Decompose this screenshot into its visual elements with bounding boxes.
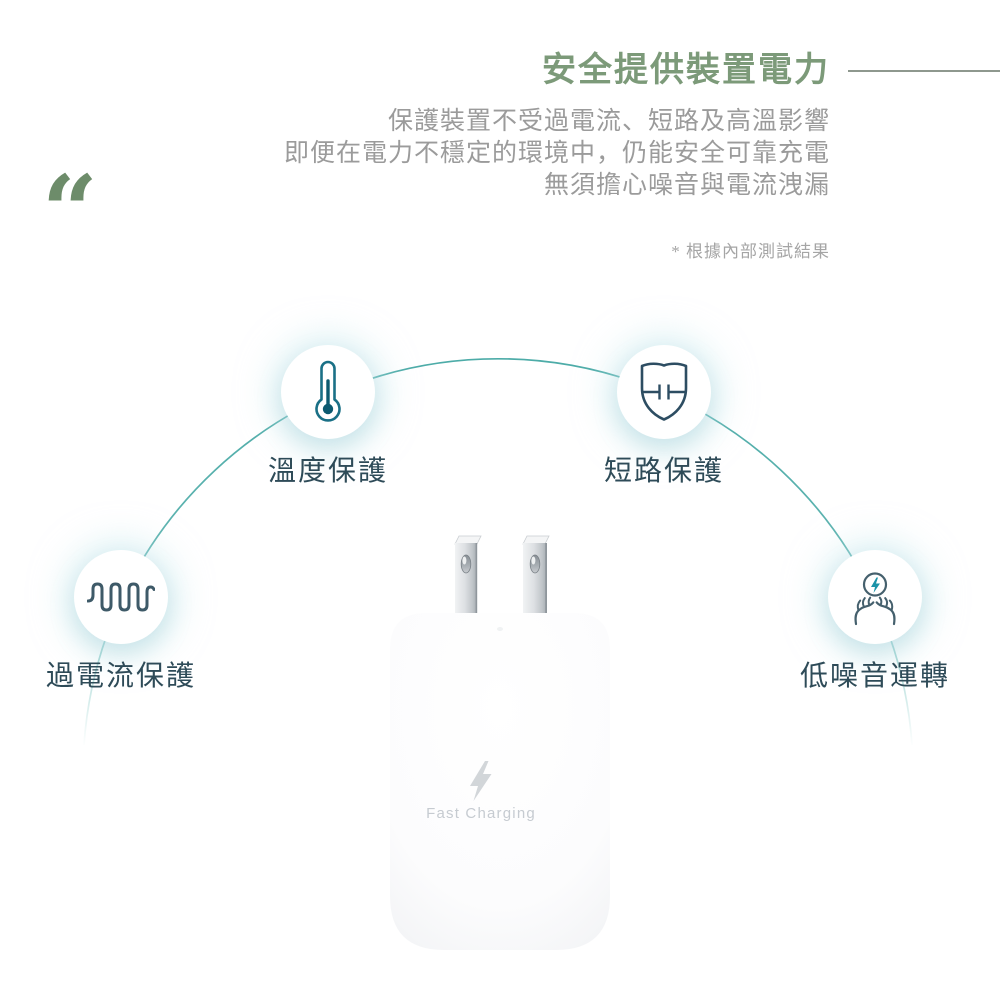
overcurrent-wave-icon — [87, 582, 155, 612]
feature-short-circuit-protection: 短路保護 — [579, 345, 749, 489]
charger-body — [390, 613, 610, 950]
feature-label: 低噪音運轉 — [799, 660, 950, 691]
charger-product-image — [390, 535, 610, 950]
feature-label: 溫度保護 — [267, 455, 388, 486]
quote-icon: “ — [42, 154, 98, 268]
feature-circle — [281, 345, 375, 439]
feature-description: 保護裝置不受過電流、短路及高溫影響 即便在電力不穩定的環境中，仍能安全可靠充電 … — [210, 106, 830, 202]
footnote-disclaimer: * 根據內部測試結果 — [671, 242, 830, 261]
feature-low-noise-operation: 低噪音運轉 — [790, 550, 960, 694]
description-line: 保護裝置不受過電流、短路及高溫影響 — [387, 108, 830, 135]
feature-circle — [74, 550, 168, 644]
feature-label: 短路保護 — [603, 455, 724, 486]
hands-energy-icon — [854, 572, 896, 626]
fast-charging-label: Fast Charging — [426, 805, 536, 822]
feature-temperature-protection: 溫度保護 — [243, 345, 413, 489]
feature-overcurrent-protection: 過電流保護 — [36, 550, 206, 694]
description-line: 無須擔心噪音與電流洩漏 — [543, 172, 830, 199]
title-divider-line — [848, 70, 1000, 72]
thermometer-icon — [315, 360, 341, 422]
page-title: 安全提供裝置電力 — [542, 51, 830, 89]
lightning-bolt-icon — [470, 761, 492, 801]
shield-capacitor-icon — [640, 362, 688, 421]
feature-circle — [828, 550, 922, 644]
feature-circle — [617, 345, 711, 439]
feature-label: 過電流保護 — [45, 660, 196, 691]
description-line: 即便在電力不穩定的環境中，仍能安全可靠充電 — [283, 140, 830, 167]
